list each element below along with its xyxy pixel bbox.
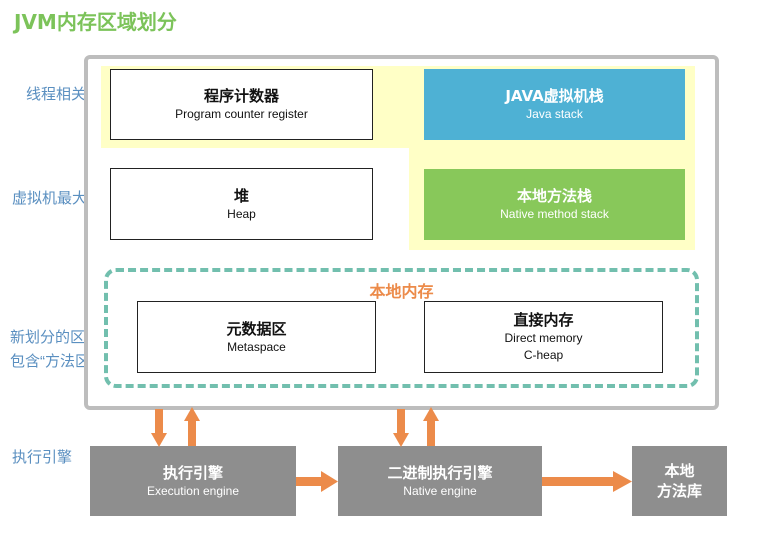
arrow-up-right [423,407,439,446]
arrow-down-left [151,409,167,447]
java-stack-name: JAVA虚拟机栈 [505,87,604,105]
side-label-engine: 执行引擎 [12,449,73,466]
native-stack-name: 本地方法栈 [516,187,592,205]
pc-register-box: 程序计数器 Program counter register [110,69,373,140]
arrow-execution-to-native [296,471,338,492]
native-library-box: 本地 方法库 [632,446,727,516]
arrow-up-left [184,407,200,446]
native-engine-en: Native engine [403,483,477,498]
execution-engine-box: 执行引擎 Execution engine [90,446,296,516]
metaspace-en: Metaspace [227,339,286,354]
side-label-thread: 线程相关 [26,86,87,103]
execution-engine-name: 执行引擎 [162,463,223,482]
native-memory-region [104,268,699,388]
pc-register-name: 程序计数器 [203,87,279,105]
diagram-title: JVM内存区域划分 [14,10,177,34]
java-stack-box: JAVA虚拟机栈 Java stack [424,69,685,140]
native-engine-box: 二进制执行引擎 Native engine [338,446,542,516]
direct-memory-name: 直接内存 [513,311,574,329]
direct-memory-en-2: C-heap [523,348,564,362]
arrow-native-to-library [542,471,632,492]
direct-memory-box: 直接内存 Direct memory C-heap [424,301,663,373]
native-library-line2: 方法库 [656,482,702,500]
arrow-down-right [393,409,409,447]
native-engine-name: 二进制执行引擎 [387,463,493,482]
metaspace-name: 元数据区 [226,319,287,338]
pc-register-en: Program counter register [175,107,308,121]
direct-memory-en-1: Direct memory [504,331,583,345]
heap-box: 堆 Heap [110,168,373,240]
side-label-newly-1: 新划分的区域 [10,329,101,346]
heap-name: 堆 [233,186,249,205]
side-label-newly-2: 包含“方法区“ [10,353,95,370]
metaspace-box: 元数据区 Metaspace [137,301,376,373]
native-method-stack-box: 本地方法栈 Native method stack [424,169,685,240]
native-library-line1: 本地 [664,462,695,480]
native-memory-label: 本地内存 [369,282,434,301]
heap-en: Heap [227,206,256,221]
execution-engine-en: Execution engine [146,483,240,498]
java-stack-en: Java stack [526,107,583,121]
native-stack-en: Native method stack [500,207,609,221]
